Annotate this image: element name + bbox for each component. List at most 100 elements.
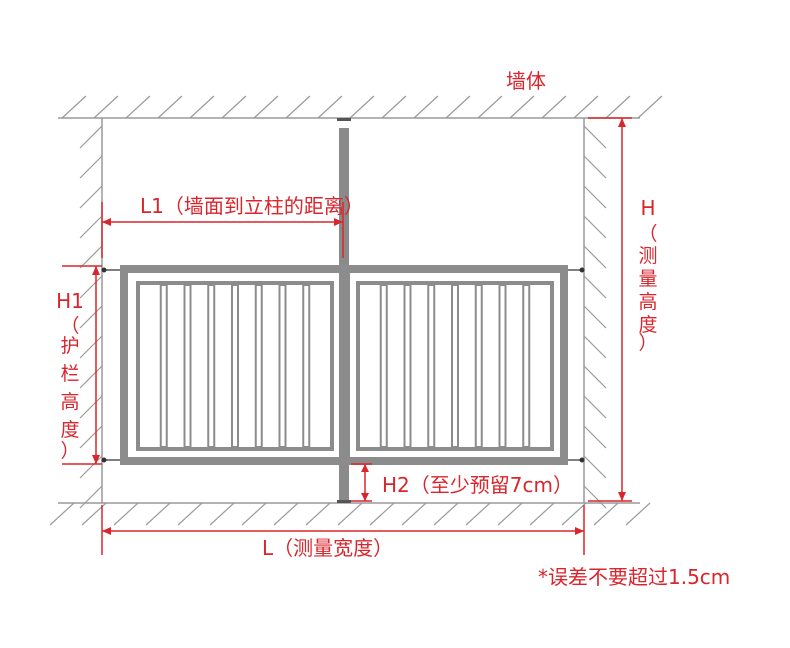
h1-vertical-label: （ 护 栏 高 度 ） — [60, 315, 79, 462]
h1-char-4: 度 — [60, 419, 79, 441]
hatch-line — [561, 502, 587, 526]
hatch-line — [445, 95, 471, 119]
hatch-line — [573, 95, 599, 119]
h1-top-arrow — [92, 266, 100, 275]
hatch-line — [79, 125, 103, 149]
floor-hatch — [49, 502, 651, 526]
hatch-line — [583, 275, 607, 299]
railing-bar — [427, 284, 436, 448]
hatch-line — [593, 502, 619, 526]
hatch-line — [79, 425, 103, 449]
hatch-line — [157, 95, 183, 119]
railing-bar — [498, 284, 507, 448]
railing-bar — [183, 284, 192, 448]
h-vertical-label: （ 测 量 高 度 ） — [638, 223, 657, 354]
left-panel-inner-frame — [136, 281, 334, 451]
hatch-line — [583, 335, 607, 359]
hatch-line — [305, 502, 331, 526]
ceiling-hatch — [61, 95, 663, 119]
hatch-line — [79, 275, 103, 299]
h-char-2: 量 — [638, 268, 657, 290]
wall-label: 墙体 — [506, 69, 546, 93]
hatch-line — [285, 95, 311, 119]
hatch-line — [209, 502, 235, 526]
left-bottom-bolt — [101, 457, 107, 463]
left-wall — [79, 118, 103, 509]
post-bottom-cap — [337, 500, 351, 503]
post-top-cap — [337, 118, 351, 121]
hatch-line — [273, 502, 299, 526]
hatch-line — [177, 502, 203, 526]
right-top-bolt — [579, 267, 585, 273]
h-char-4: 度 — [638, 314, 657, 336]
hatch-line — [79, 335, 103, 359]
railing-bar — [254, 284, 263, 448]
railing-bar — [207, 284, 216, 448]
l1-label: L1（墙面到立柱的距离） — [140, 194, 364, 218]
ceiling-wall — [58, 95, 663, 119]
hatch-line — [583, 245, 607, 269]
hatch-line — [79, 455, 103, 479]
hatch-line — [189, 95, 215, 119]
railing-bar — [278, 284, 287, 448]
hatch-line — [583, 425, 607, 449]
hatch-line — [381, 95, 407, 119]
hatch-line — [79, 305, 103, 329]
hatch-line — [541, 95, 567, 119]
h-letter: H — [640, 196, 655, 220]
h-char-0: （ — [638, 223, 657, 245]
railing-bar — [379, 284, 388, 448]
h1-char-3: 高 — [60, 391, 79, 413]
hatch-line — [317, 95, 343, 119]
h-dimension: H （ 测 量 高 度 ） — [588, 117, 658, 502]
hatch-line — [413, 95, 439, 119]
h-bottom-arrow — [618, 492, 626, 501]
hatch-line — [79, 395, 103, 419]
hatch-line — [637, 95, 663, 119]
h1-letter: H1 — [56, 289, 84, 313]
right-wall-hatch — [583, 125, 607, 509]
hatch-line — [583, 215, 607, 239]
hatch-line — [79, 245, 103, 269]
h-char-1: 测 — [638, 245, 657, 267]
hatch-line — [583, 365, 607, 389]
hatch-line — [583, 155, 607, 179]
hatch-line — [497, 502, 523, 526]
hatch-line — [583, 185, 607, 209]
hatch-line — [583, 125, 607, 149]
hatch-line — [241, 502, 267, 526]
l-dimension: L（测量宽度） — [101, 505, 585, 560]
hatch-line — [465, 502, 491, 526]
l1-right-arrow — [334, 218, 343, 226]
right-panel-outer-frame — [342, 265, 568, 465]
railing — [101, 265, 585, 465]
h-top-arrow — [618, 118, 626, 127]
railing-bar — [522, 284, 531, 448]
hatch-line — [605, 95, 631, 119]
hatch-line — [337, 502, 363, 526]
l-left-arrow — [102, 527, 111, 535]
h2-top-arrow — [361, 464, 369, 472]
hatch-line — [477, 95, 503, 119]
hatch-line — [583, 485, 607, 509]
l-label: L（测量宽度） — [262, 536, 393, 560]
railing-bar — [302, 284, 311, 448]
right-bottom-bolt — [579, 457, 585, 463]
hatch-line — [61, 95, 87, 119]
railing-bar — [403, 284, 412, 448]
hatch-line — [583, 305, 607, 329]
h1-char-5: ） — [60, 440, 79, 462]
right-panel — [342, 265, 568, 465]
tolerance-note: *误差不要超过1.5cm — [538, 565, 730, 589]
hatch-line — [79, 215, 103, 239]
hatch-line — [253, 95, 279, 119]
hatch-line — [79, 485, 103, 509]
h2-dimension: H2（至少预留7cm） — [351, 463, 573, 502]
hatch-line — [79, 185, 103, 209]
railing-bar — [159, 284, 168, 448]
hatch-line — [625, 502, 651, 526]
floor-wall — [49, 502, 651, 526]
hatch-line — [93, 95, 119, 119]
railing-bar — [451, 284, 459, 448]
